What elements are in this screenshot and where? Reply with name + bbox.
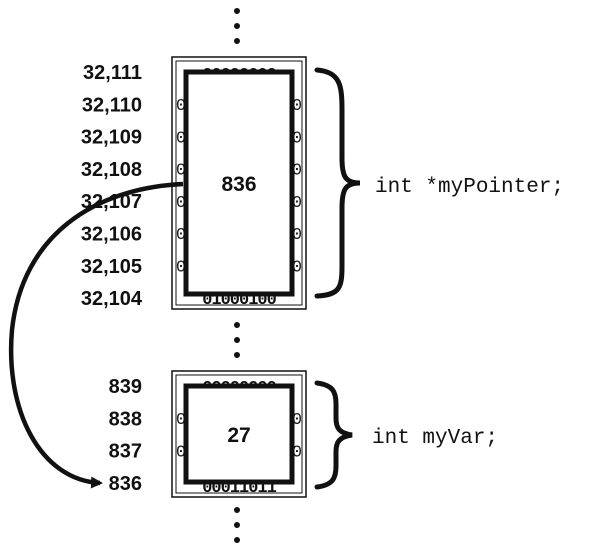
pointer-arrow [8,181,184,489]
var-address-labels: 839 838 837 836 [109,376,142,495]
pointer-side-bit-right: 0 [292,129,302,148]
pointer-side-bit-left: 0 [176,129,186,148]
pointer-side-bit-right: 0 [292,162,302,181]
pointer-side-bit-left: 0 [176,194,186,213]
pointer-address-32106: 32,106 [81,224,142,246]
var-block-outer [171,370,307,498]
var-value-box [183,383,295,485]
pointer-side-bit-right: 0 [292,226,302,245]
var-side-bits: 0 0 0 0 [176,411,302,462]
var-side-bit-left: 0 [176,411,186,430]
pointer-side-bits: 0 0 0 0 0 0 0 0 0 0 0 0 [176,97,302,278]
pointer-side-bit-right: 0 [292,97,302,116]
ellipsis-middle [234,322,240,358]
pointer-value-box [183,69,295,297]
var-address-839: 839 [109,376,142,398]
var-block-inner [175,374,303,494]
var-side-bit-right: 0 [292,443,302,462]
var-side-bit-left: 0 [176,443,186,462]
pointer-side-bit-right: 0 [292,194,302,213]
var-address-838: 838 [109,408,142,430]
pointer-side-bit-right: 0 [292,259,302,278]
var-address-836: 836 [109,473,142,495]
pointer-side-bit-left: 0 [176,97,186,116]
pointer-address-32109: 32,109 [81,127,142,149]
pointer-address-32111: 32,111 [83,62,142,84]
pointer-address-32104: 32,104 [81,288,143,310]
pointer-side-bit-left: 0 [176,226,186,245]
var-value: 27 [227,424,250,447]
pointer-side-bit-left: 0 [176,162,186,181]
pointer-address-labels: 32,111 32,110 32,109 32,108 32,107 32,106 32,1… [81,62,143,310]
pointer-address-32107: 32,107 [81,191,142,213]
pointer-brace [314,67,361,299]
pointer-value: 836 [221,173,256,196]
pointer-address-32105: 32,105 [81,256,142,278]
var-brace [314,380,353,490]
var-side-bit-right: 0 [292,411,302,430]
ellipsis-top [234,8,240,44]
pointer-address-32110: 32,110 [82,94,142,116]
pointer-declaration: int *myPointer; [375,176,564,199]
pointer-side-bit-left: 0 [176,259,186,278]
var-address-837: 837 [109,441,142,463]
ellipsis-bottom [234,507,240,543]
var-declaration: int myVar; [372,427,498,450]
pointer-address-32108: 32,108 [81,159,142,181]
